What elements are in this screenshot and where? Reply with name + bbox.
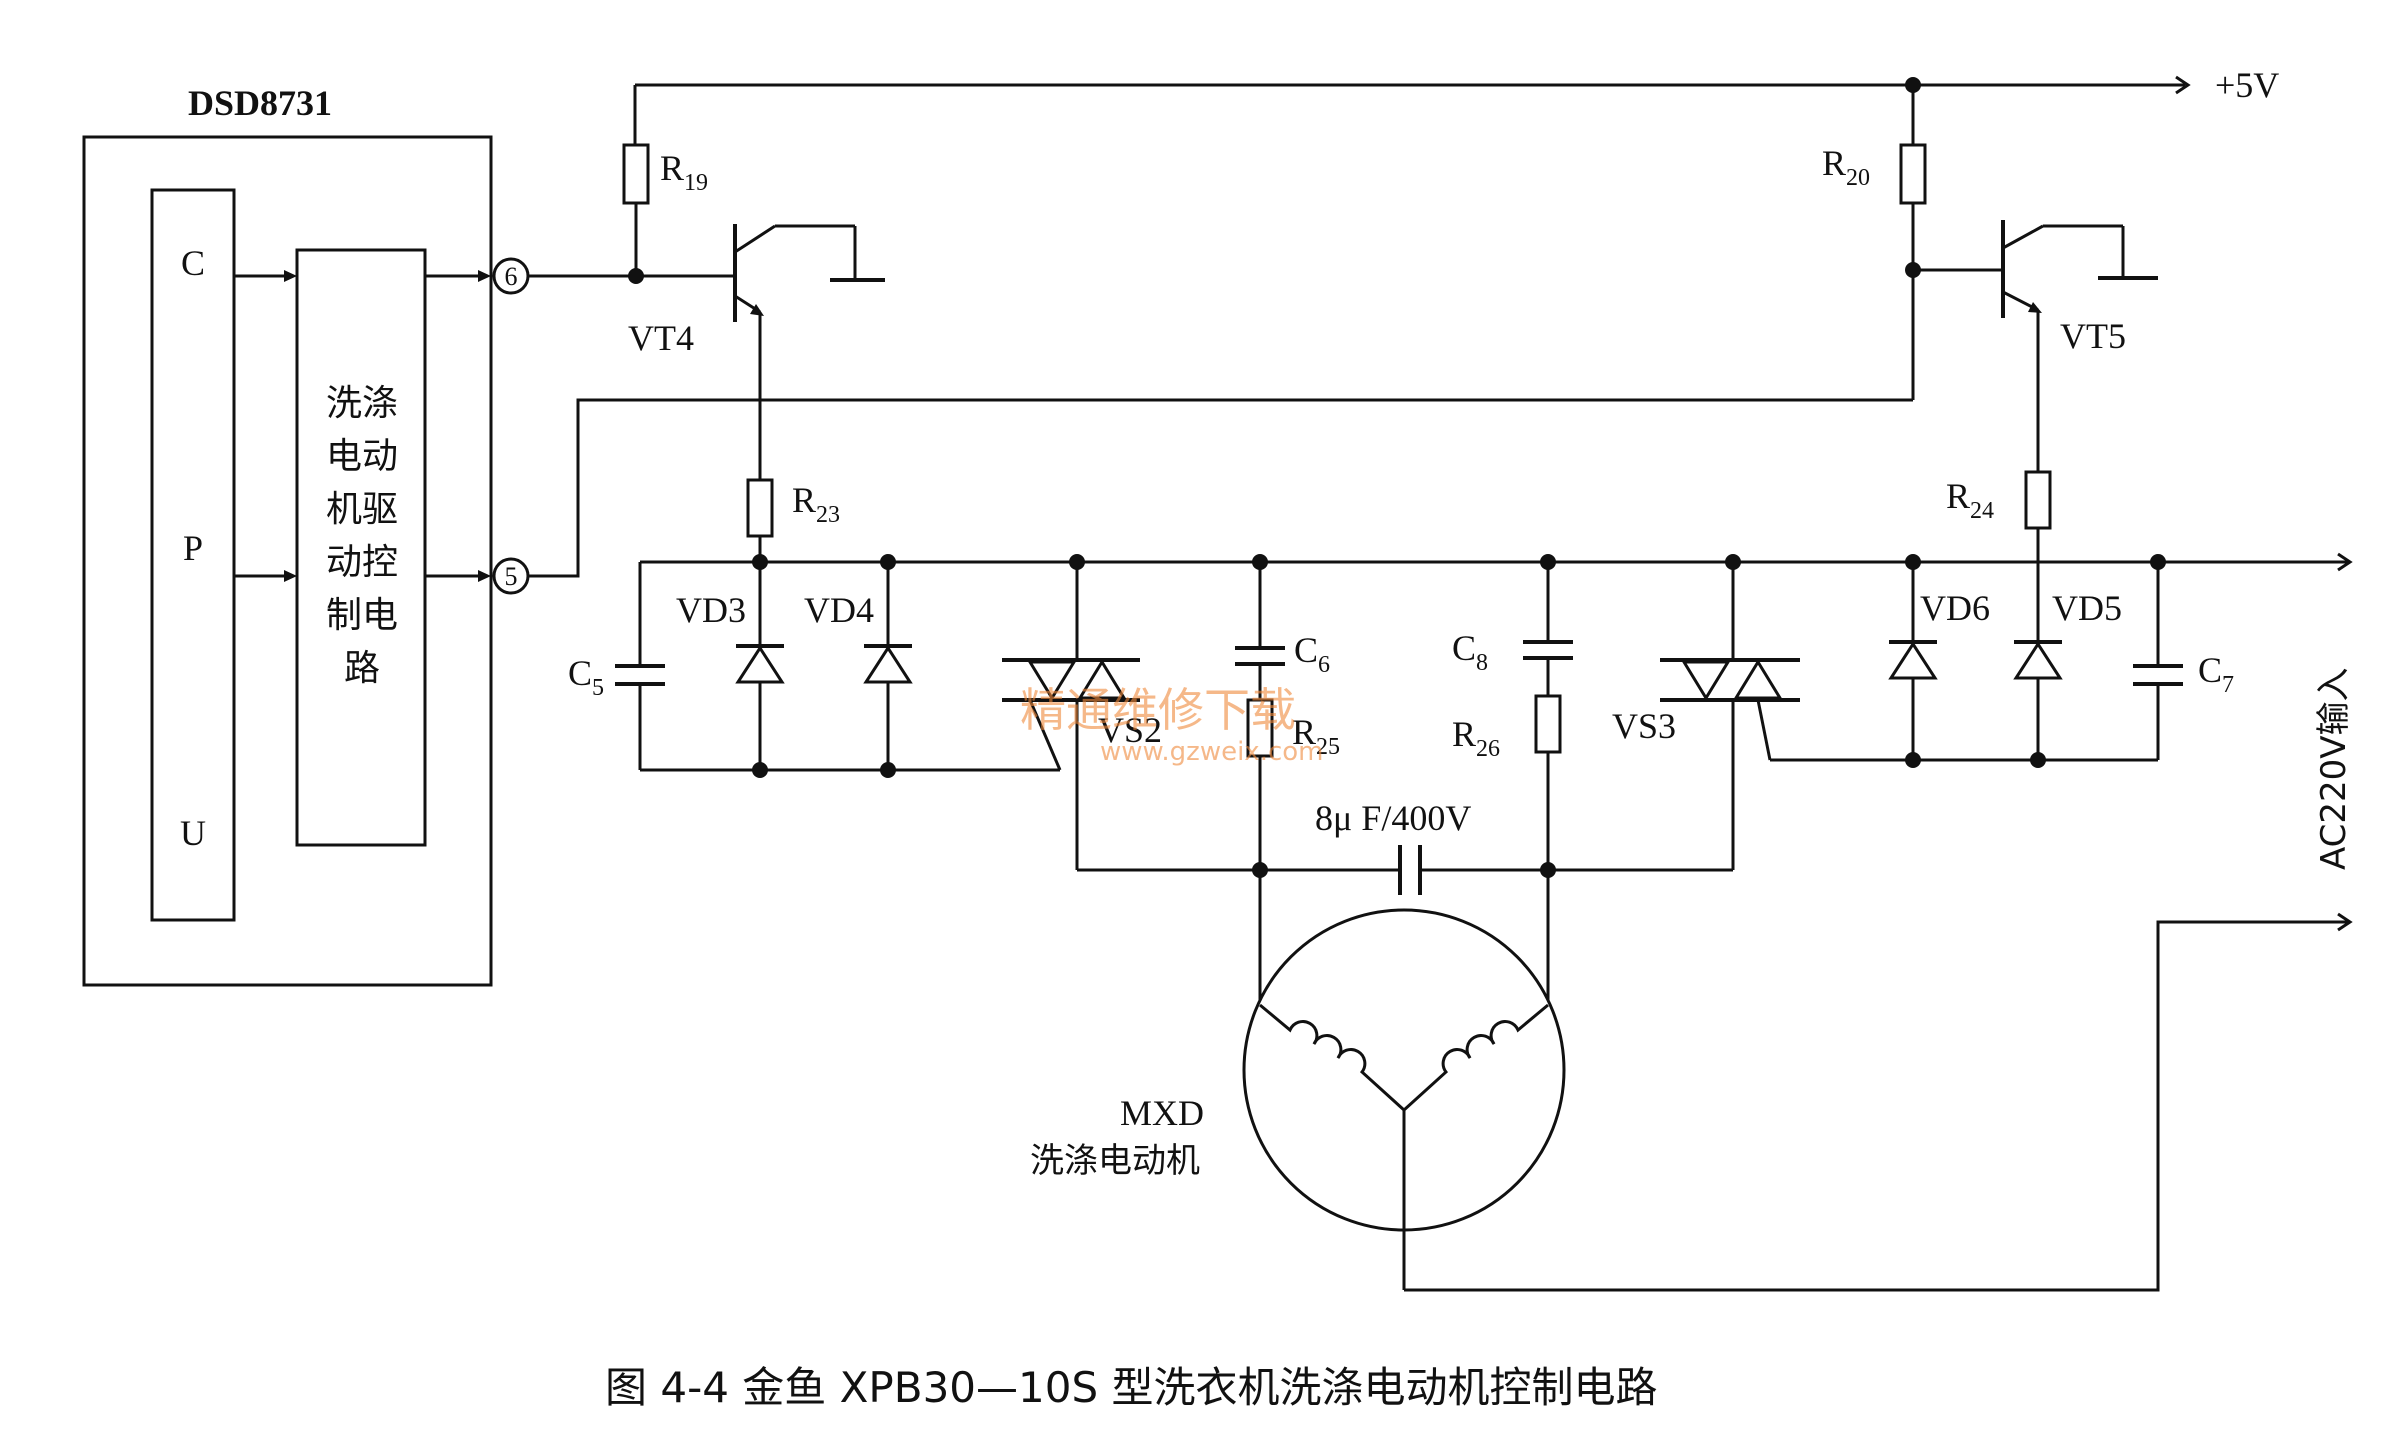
driver-text-4: 动控 xyxy=(326,542,398,583)
vt4-label: VT4 xyxy=(628,318,694,358)
r25-label: R25 xyxy=(1292,712,1340,760)
triac-vs3: VS3 xyxy=(1612,562,1800,870)
figure-caption: 图 4-4 金鱼 XPB30—10S 型洗衣机洗涤电动机控制电路 xyxy=(605,1363,1657,1412)
capacitor-c8: C8 xyxy=(1452,562,1573,696)
vd5-label: VD5 xyxy=(2052,588,2122,628)
resistor-r20: R20 xyxy=(1822,143,1927,205)
watermark-cn: 精通维修下载 xyxy=(1020,683,1296,737)
c7-label: C7 xyxy=(2198,650,2234,698)
driver-text-2: 电动 xyxy=(326,436,398,477)
vcc-label: +5V xyxy=(2215,65,2279,105)
run-capacitor-label: 8μ F/400V xyxy=(1315,798,1471,838)
ic-name: DSD8731 xyxy=(188,83,332,123)
arrow-icon xyxy=(478,270,491,282)
vcc-rail: +5V xyxy=(633,65,2279,145)
diode-vd3: VD3 xyxy=(676,562,785,770)
capacitor-c7: C7 xyxy=(2133,562,2234,760)
driver-text-3: 机驱 xyxy=(326,489,398,530)
cpu-letter-c: C xyxy=(181,243,205,283)
watermark-url: www.gzweix.com xyxy=(1100,737,1324,767)
resistor-r19: R19 xyxy=(622,143,708,205)
resistor-r24: R24 xyxy=(1946,470,2052,530)
ac-input-label: AC220V输入 xyxy=(2314,667,2354,870)
arrow-icon xyxy=(478,570,491,582)
r20-label: R20 xyxy=(1822,143,1870,191)
r26-label: R26 xyxy=(1452,714,1500,762)
resistor-r26: R26 xyxy=(1452,694,1562,1000)
r23-label: R23 xyxy=(792,480,840,528)
motor-mxd: MXD 洗涤电动机 xyxy=(1030,908,1566,1290)
terminal-arrow-icon xyxy=(2337,552,2353,572)
c8-label: C8 xyxy=(1452,628,1488,676)
c6-label: C6 xyxy=(1294,630,1330,678)
vd4-label: VD4 xyxy=(804,590,874,630)
motor-name: MXD xyxy=(1120,1093,1204,1133)
resistor-r23: R23 xyxy=(746,478,840,538)
terminal-arrow-icon xyxy=(2175,75,2191,95)
ic-outline xyxy=(82,135,493,987)
terminal-arrow-icon xyxy=(2337,912,2353,932)
motor-desc: 洗涤电动机 xyxy=(1030,1141,1200,1181)
capacitor-c5: C5 xyxy=(568,562,665,770)
transistor-vt4: VT4 xyxy=(628,224,885,480)
ac-return-wire xyxy=(1404,920,2350,1292)
vs3-label: VS3 xyxy=(1612,706,1676,746)
pin-5-label: 5 xyxy=(505,562,518,591)
r19-label: R19 xyxy=(660,148,708,196)
diode-vd5: VD5 xyxy=(2013,562,2122,760)
arrow-icon xyxy=(284,270,297,282)
ic-dsd8731: DSD8731 C P U 洗涤 电动 机驱 动控 制电 路 6 5 xyxy=(82,83,530,987)
diode-vd4: VD4 xyxy=(804,562,913,770)
vd3-label: VD3 xyxy=(676,590,746,630)
capacitor-c6: C6 xyxy=(1235,562,1330,700)
diode-vd6: VD6 xyxy=(1888,562,1990,760)
vd6-label: VD6 xyxy=(1920,588,1990,628)
arrow-icon xyxy=(284,570,297,582)
transistor-vt5: VT5 xyxy=(2001,220,2158,472)
c5-label: C5 xyxy=(568,653,604,701)
cpu-block xyxy=(150,188,236,922)
pin5-control-wire xyxy=(528,398,1913,578)
cpu-letter-u: U xyxy=(180,813,206,853)
r24-label: R24 xyxy=(1946,476,1994,524)
vs2-label: VS2 xyxy=(1098,710,1162,750)
triac-vs2: VS2 xyxy=(1002,562,1162,870)
driver-text-1: 洗涤 xyxy=(326,383,398,424)
vt5-label: VT5 xyxy=(2060,316,2126,356)
driver-block xyxy=(295,248,427,847)
cpu-letter-p: P xyxy=(183,528,203,568)
driver-text-6: 路 xyxy=(344,648,380,689)
driver-text-5: 制电 xyxy=(326,595,398,636)
pin-6-label: 6 xyxy=(505,262,518,291)
